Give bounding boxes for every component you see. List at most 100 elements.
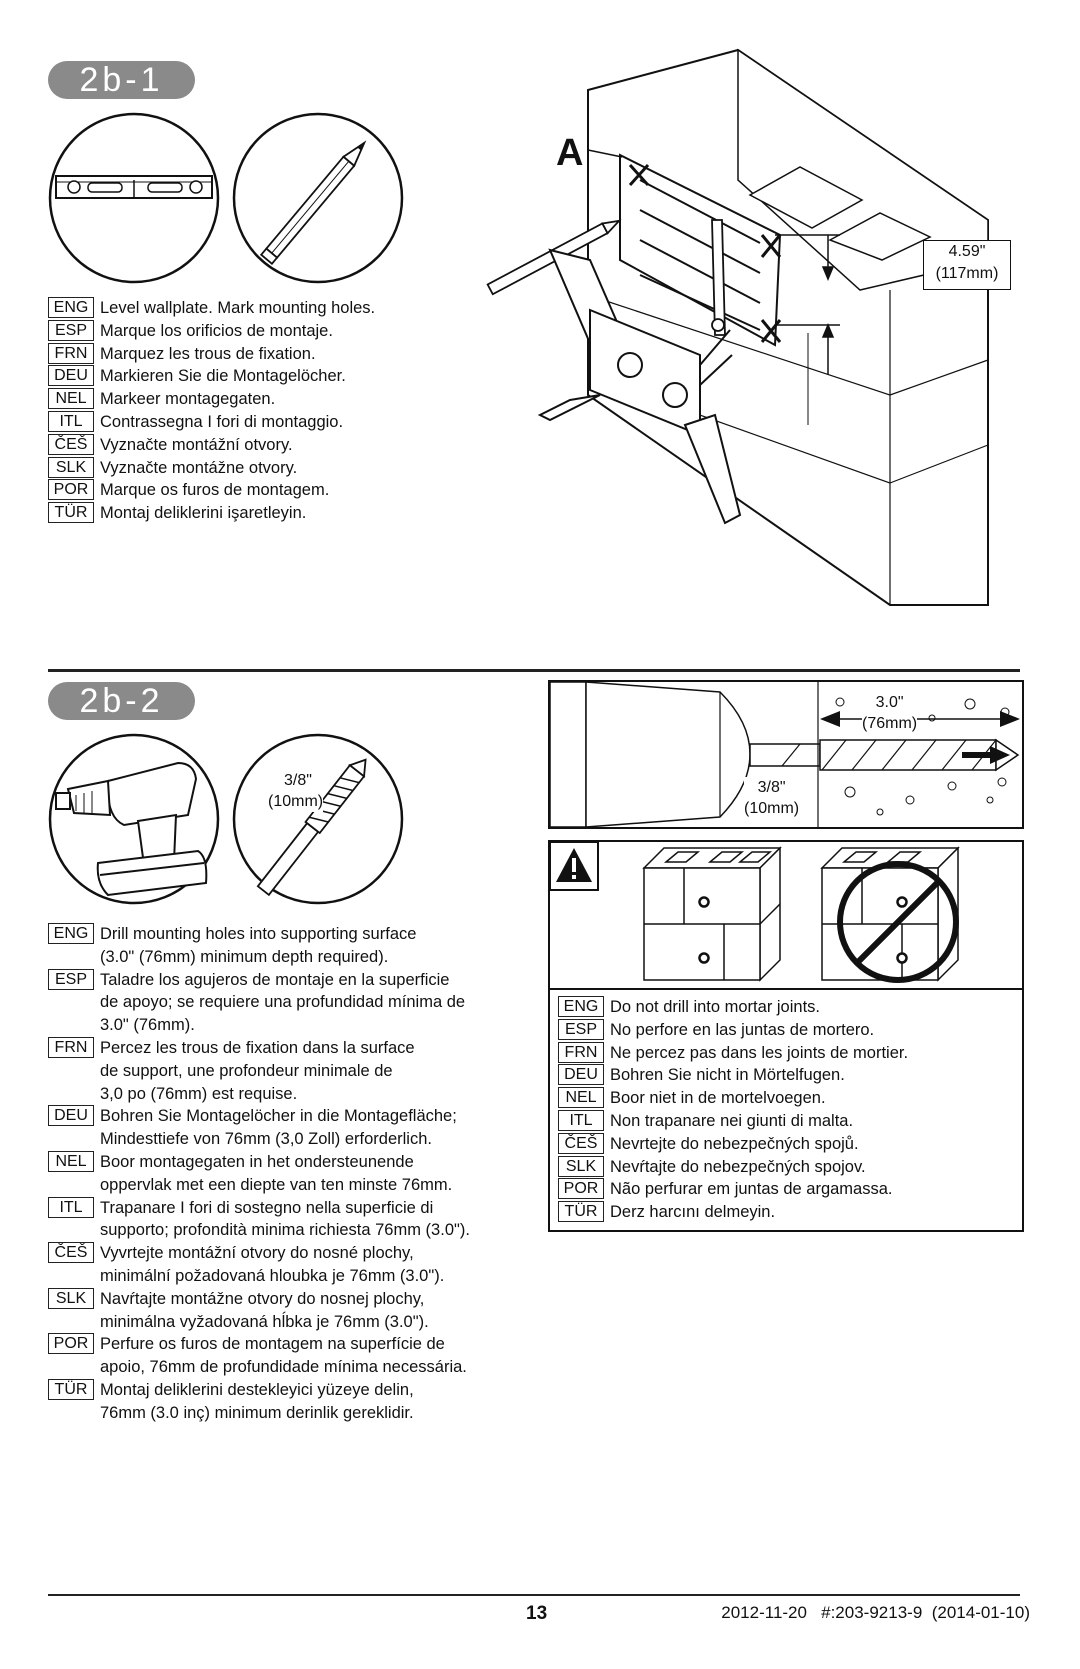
instruction-row: ESP Marque los orificios de montaje. — [48, 319, 375, 343]
warning-text: Non trapanare nei giunti di malta. — [610, 1111, 854, 1130]
lang-code: FRN — [48, 1036, 94, 1058]
instruction-row: FRN Marquez les trous de fixation. — [48, 342, 375, 366]
depth-metric: (76mm) — [862, 715, 918, 732]
instruction-text: Level wallplate. Mark mounting holes. — [100, 299, 376, 317]
lang-code: ČEŠ — [558, 1132, 604, 1154]
lang-code: ITL — [48, 1196, 94, 1218]
warning-text: No perfore en las juntas de mortero. — [610, 1020, 875, 1039]
lang-code: ENG — [48, 923, 94, 944]
pencil-illustration — [232, 112, 404, 284]
lang-code: ČEŠ — [48, 1242, 94, 1264]
lang-code: NEL — [48, 388, 94, 410]
panel-bit-imperial: 3/8" — [757, 779, 786, 796]
instruction-row: DEU Bohren Sie Montagelöcher in die Monta… — [48, 1105, 470, 1151]
panel-bit-metric: (10mm) — [744, 800, 800, 817]
instruction-line: apoio, 76mm de profundidade mínima neces… — [100, 1358, 467, 1377]
lang-code: ENG — [558, 996, 604, 1017]
instruction-line: 3.0" (76mm). — [100, 1016, 195, 1035]
lang-code: ITL — [558, 1109, 604, 1131]
section-divider — [48, 669, 1020, 672]
instruction-text: Marque los orificios de montaje. — [100, 321, 333, 340]
instruction-row: FRN Percez les trous de fixation dans la … — [48, 1036, 470, 1105]
instruction-text: Marquez les trous de fixation. — [100, 344, 316, 363]
prohibited-drilling-blocks — [820, 846, 960, 983]
instruction-line: de support, une profondeur minimale de — [100, 1061, 393, 1080]
lang-code: SLK — [558, 1155, 604, 1177]
warning-row: SLK Nevŕtajte do nebezpečných spojov. — [558, 1155, 908, 1179]
warning-text: Não perfurar em juntas de argamassa. — [610, 1180, 893, 1199]
lang-code: POR — [48, 479, 94, 501]
instruction-line: oppervlak met een diepte van ten minste … — [100, 1175, 453, 1194]
lang-code: FRN — [558, 1041, 604, 1063]
lang-code: NEL — [558, 1087, 604, 1109]
instruction-line: Perfure os furos de montagem na superfíc… — [100, 1335, 445, 1354]
instruction-line: Percez les trous de fixation dans la sur… — [100, 1038, 415, 1057]
drill-depth-illustration — [550, 682, 1020, 827]
instruction-text: Markieren Sie die Montagelöcher. — [100, 367, 346, 386]
warning-divider — [550, 988, 1022, 990]
lang-code: DEU — [48, 1105, 94, 1127]
lang-code: ESP — [48, 968, 94, 990]
instruction-row: NEL Boor montagegaten in het ondersteunen… — [48, 1150, 470, 1197]
lang-code: SLK — [48, 1287, 94, 1309]
instruction-text: Markeer montagegaten. — [100, 390, 276, 409]
instruction-line: Vyvrtejte montážní otvory do nosné ploch… — [100, 1244, 414, 1263]
step-badge-2b-2: 2b-2 — [48, 682, 195, 720]
instruction-line: Navŕtajte montážne otvory do nosnej ploc… — [100, 1289, 425, 1308]
instruction-line: minimálna vyžadovaná hĺbka je 76mm (3.0"… — [100, 1312, 429, 1331]
lang-code: ITL — [48, 410, 94, 432]
warning-row: ITL Non trapanare nei giunti di malta. — [558, 1109, 908, 1133]
instruction-row: ČEŠ Vyvrtejte montážní otvory do nosné pl… — [48, 1242, 470, 1288]
warning-row: NEL Boor niet in de mortelvoegen. — [558, 1087, 908, 1110]
lang-code: ESP — [48, 319, 94, 341]
level-tool-illustration — [48, 112, 220, 284]
instruction-line: supporto; profondità minima richiesta 76… — [100, 1221, 470, 1240]
instruction-line: Drill mounting holes into supporting sur… — [100, 925, 417, 943]
instruction-line: Bohren Sie Montagelöcher in die Montagef… — [100, 1107, 457, 1126]
lang-code: TÜR — [48, 502, 94, 524]
instruction-row: POR Perfure os furos de montagem na super… — [48, 1333, 470, 1379]
depth-imperial: 3.0" — [875, 694, 904, 711]
drill-depth-panel: 3.0" (76mm) 3/8" (10mm) — [548, 680, 1024, 829]
step-badge-2b-1: 2b-1 — [48, 61, 195, 99]
wall-mount-illustration: A — [486, 48, 989, 606]
instruction-line: 3,0 po (76mm) est requise. — [100, 1084, 298, 1103]
warning-text: Boor niet in de mortelvoegen. — [610, 1089, 826, 1108]
lang-code: TÜR — [48, 1378, 94, 1400]
lang-code: FRN — [48, 342, 94, 364]
warning-row: POR Não perfurar em juntas de argamassa. — [558, 1178, 908, 1201]
lang-code: NEL — [48, 1150, 94, 1172]
lang-code: ČEŠ — [48, 433, 94, 455]
drill-bit-illustration — [232, 733, 404, 905]
warning-text: Nevŕtajte do nebezpečných spojov. — [610, 1157, 866, 1176]
depth-label: 3.0" (76mm) — [862, 692, 918, 734]
instruction-line: Boor montagegaten in het ondersteunende — [100, 1152, 414, 1171]
instruction-row: ENG Drill mounting holes into supporting … — [48, 923, 470, 969]
correct-drilling-blocks — [642, 846, 782, 982]
instruction-line: de apoyo; se requiere una profundidad mí… — [100, 993, 466, 1012]
lang-code: DEU — [558, 1064, 604, 1086]
instruction-line: 76mm (3.0 inç) minimum derinlik gereklid… — [100, 1403, 414, 1422]
dimension-imperial: 4.59" — [948, 243, 986, 260]
page-number: 13 — [526, 1603, 548, 1624]
instruction-row: ITL Trapanare I fori di sostegno nella su… — [48, 1196, 470, 1243]
instruction-line: Trapanare I fori di sostegno nella super… — [100, 1198, 434, 1217]
lang-code: POR — [48, 1333, 94, 1355]
warning-icon — [549, 841, 599, 891]
lang-code: POR — [558, 1178, 604, 1200]
